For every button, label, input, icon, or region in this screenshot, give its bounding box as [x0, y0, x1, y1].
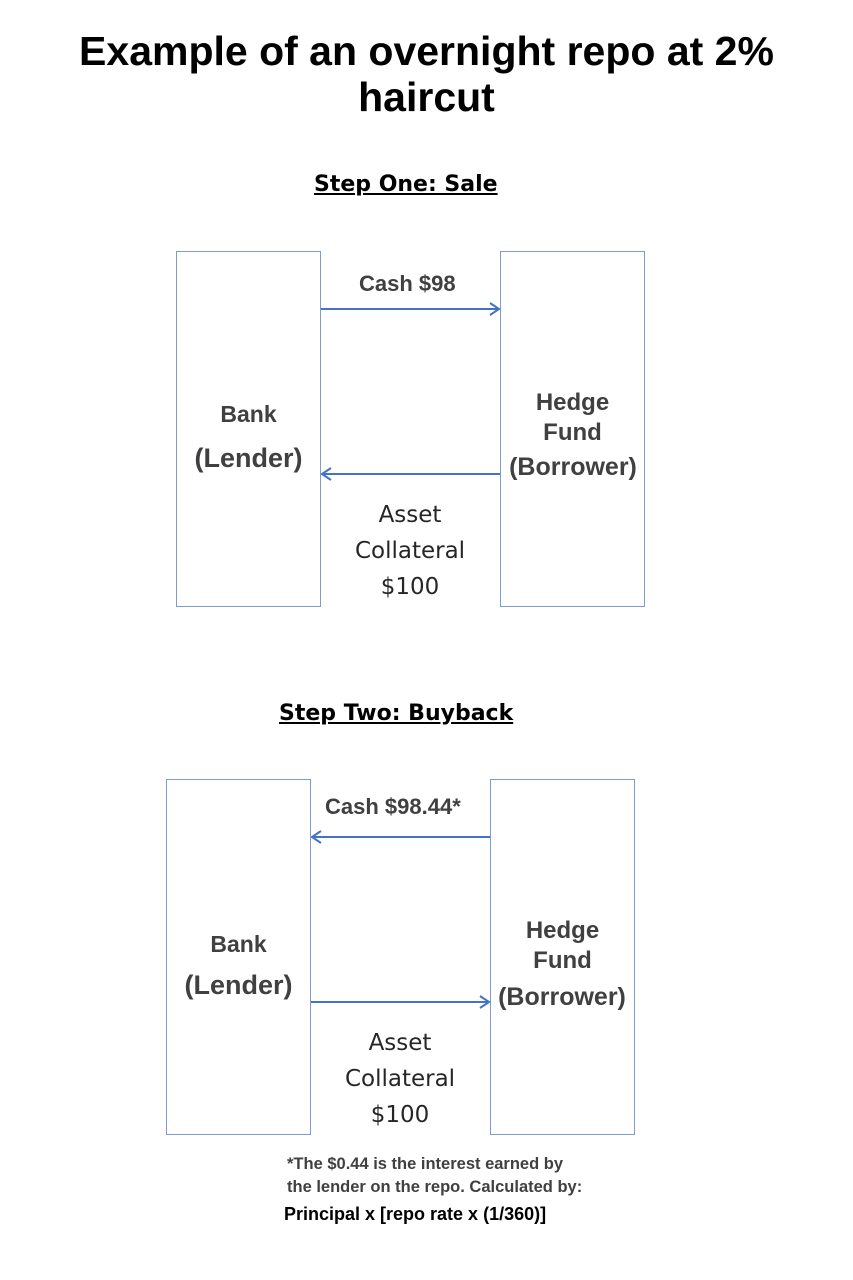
step-one-borrower-role: (Borrower) [504, 453, 642, 482]
step-two-lender-name: Bank [210, 931, 267, 957]
step-two-cash-arrow [310, 830, 490, 844]
step-one-cash-label: Cash $98 [359, 271, 456, 296]
step-one-asset-arrow [320, 467, 500, 481]
step-one-asset-label: Asset Collateral $100 [310, 497, 510, 605]
step-two-lender-box [166, 779, 311, 1135]
diagram-title: Example of an overnight repo at 2% hairc… [0, 28, 853, 120]
step-two-asset-arrow [311, 995, 491, 1009]
footnote-text: *The $0.44 is the interest earned by the… [287, 1153, 582, 1199]
step-two-lender-role: (Lender) [184, 970, 293, 1000]
step-two-borrower-name-line2: Fund [533, 947, 592, 974]
step-one-lender-name: Bank [220, 401, 277, 427]
step-two-borrower-role: (Borrower) [493, 983, 631, 1012]
step-one-lender-box [176, 251, 321, 607]
footnote-formula: Principal x [repo rate x (1/360)] [284, 1204, 547, 1224]
step-two-asset-line2: Collateral [344, 1066, 456, 1092]
step-one-asset-line3: $100 [380, 574, 440, 600]
step-one-heading: Step One: Sale [314, 172, 498, 197]
step-one-asset-line2: Collateral [354, 538, 466, 564]
step-one-lender-role: (Lender) [194, 443, 303, 473]
step-one-cash-arrow [321, 302, 501, 316]
footnote-line2: the lender on the repo. Calculated by: [287, 1178, 583, 1196]
title-line-2: haircut [358, 74, 495, 120]
step-two-cash-label: Cash $98.44* [325, 794, 461, 819]
step-two-heading: Step Two: Buyback [279, 701, 514, 726]
title-line-1: Example of an overnight repo at 2% [79, 28, 774, 74]
step-two-asset-line1: Asset [368, 1030, 432, 1056]
footnote-line1: *The $0.44 is the interest earned by [287, 1155, 564, 1173]
step-two-borrower-name-line1: Hedge [525, 917, 600, 944]
step-one-asset-line1: Asset [378, 502, 442, 528]
step-one-borrower-name-line2: Fund [543, 419, 602, 446]
step-two-asset-label: Asset Collateral $100 [300, 1025, 500, 1133]
step-one-borrower-box [500, 251, 645, 607]
step-two-asset-line3: $100 [370, 1102, 430, 1128]
step-one-borrower-name-line1: Hedge [535, 389, 610, 416]
step-two-borrower-box [490, 779, 635, 1135]
